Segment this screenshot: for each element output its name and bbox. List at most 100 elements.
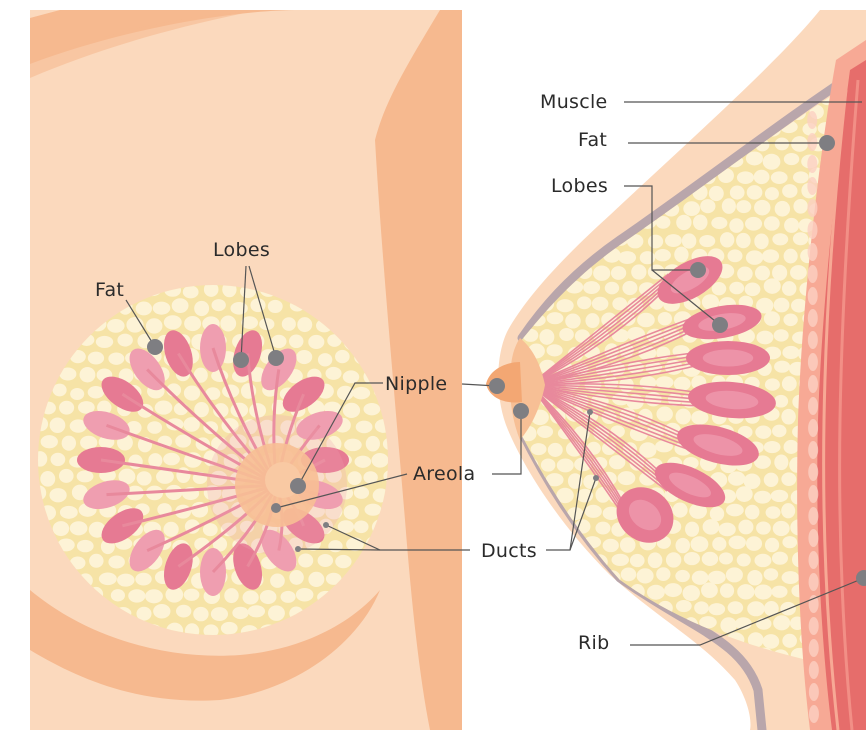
rib-cell <box>808 507 818 525</box>
fat-cell <box>243 590 259 604</box>
fat-cell <box>549 122 565 136</box>
fat-cell <box>719 523 736 537</box>
fat-cell <box>627 170 645 185</box>
fat-cell <box>250 298 265 312</box>
fat-cell <box>765 538 779 553</box>
fat-cell <box>791 136 808 152</box>
lobe-highlight <box>703 350 753 367</box>
fat-cell <box>602 664 620 678</box>
fat-cell <box>556 200 574 216</box>
fat-cell <box>156 470 174 484</box>
fat-cell <box>700 103 717 118</box>
fat-cell <box>153 604 170 618</box>
side-view <box>486 10 866 730</box>
rib-cell <box>808 419 818 437</box>
fat-cell <box>703 75 718 89</box>
fat-cell <box>318 353 332 366</box>
fat-cell <box>281 591 296 603</box>
fat-cell <box>639 665 654 680</box>
fat-cell <box>683 105 697 117</box>
fat-cell <box>539 585 555 601</box>
fat-cell <box>337 386 354 400</box>
fat-cell <box>77 470 94 482</box>
fat-cell <box>541 554 557 568</box>
fat-cell <box>690 536 708 552</box>
fat-cell <box>547 312 564 324</box>
fat-cell <box>221 622 238 635</box>
fat-cell <box>89 554 103 568</box>
fat-cell <box>556 618 572 630</box>
side-fat-marker <box>819 135 835 151</box>
fat-cell <box>648 138 663 153</box>
fat-cell <box>764 278 781 293</box>
fat-cell <box>784 153 799 165</box>
fat-cell <box>736 200 751 213</box>
rib-cell <box>808 221 818 239</box>
fat-cell <box>137 471 152 485</box>
fat-cell <box>638 155 654 167</box>
rib-cell <box>809 683 819 701</box>
fat-cell <box>726 504 744 517</box>
fat-cell <box>531 443 547 455</box>
front-nipple-marker <box>290 478 306 494</box>
fat-cell <box>772 552 788 565</box>
label-side-lobes: Lobes <box>551 175 608 197</box>
fat-cell <box>212 299 226 311</box>
fat-cell <box>675 570 690 582</box>
fat-cell <box>554 554 572 566</box>
fat-cell <box>565 313 581 328</box>
fat-cell <box>771 586 787 598</box>
fat-cell <box>664 73 682 86</box>
fat-cell <box>557 458 574 472</box>
fat-cell <box>637 124 651 136</box>
rib-cell <box>807 199 817 217</box>
fat-cell <box>793 171 809 183</box>
fat-cell <box>793 199 807 214</box>
label-nipple: Nipple <box>385 373 447 395</box>
fat-cell <box>676 600 692 612</box>
fat-cell <box>537 71 554 85</box>
fat-cell <box>582 571 600 583</box>
fat-cell <box>701 582 718 598</box>
fat-cell <box>745 217 762 231</box>
fat-cell <box>658 312 672 326</box>
fat-cell <box>593 266 610 281</box>
fat-cell <box>371 453 388 468</box>
fat-cell <box>755 426 771 439</box>
fat-cell <box>603 539 619 552</box>
rib-cell <box>808 309 818 327</box>
fat-cell <box>558 233 572 248</box>
fat-cell <box>558 586 573 600</box>
fat-cell <box>640 251 656 264</box>
rib-cell <box>808 441 818 459</box>
fat-cell <box>203 523 218 536</box>
fat-cell <box>135 573 151 586</box>
rib-cell <box>808 243 818 261</box>
fat-cell <box>782 571 800 584</box>
fat-cell <box>522 203 537 217</box>
fat-cell <box>268 300 283 313</box>
fat-cell <box>576 618 592 630</box>
side-lobe-marker-a <box>690 262 706 278</box>
fat-cell <box>521 104 535 120</box>
fat-cell <box>512 152 527 165</box>
fat-cell <box>775 201 790 217</box>
fat-cell <box>736 486 753 502</box>
fat-cell <box>308 572 324 587</box>
fat-cell <box>592 74 609 88</box>
fat-cell <box>646 72 663 87</box>
fat-cell <box>574 200 591 214</box>
fat-cell <box>620 153 637 168</box>
fat-cell <box>712 282 727 295</box>
front-duct-marker-a <box>323 522 329 528</box>
fat-cell <box>565 569 582 582</box>
label-side-rib: Rib <box>578 632 609 654</box>
fat-cell <box>609 169 627 183</box>
fat-cell <box>335 350 350 363</box>
fat-cell <box>548 571 564 585</box>
fat-cell <box>646 104 663 119</box>
fat-cell <box>611 102 627 118</box>
fat-cell <box>60 506 78 519</box>
fat-cell <box>521 231 537 245</box>
